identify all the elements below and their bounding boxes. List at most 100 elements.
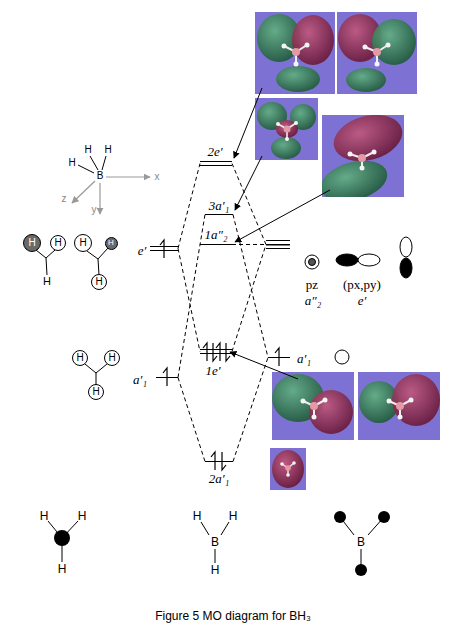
correlation-line bbox=[178, 249, 200, 352]
energy-level: 1e′ bbox=[200, 349, 232, 354]
orbital-render bbox=[348, 152, 353, 157]
orbital-render bbox=[386, 43, 391, 48]
orbital-render bbox=[322, 154, 392, 197]
atomic-orbital-sketch bbox=[400, 237, 412, 257]
hydrogen-orbital-circle: H bbox=[88, 384, 104, 400]
atom-label: H bbox=[229, 510, 238, 522]
orbital-render bbox=[284, 126, 291, 133]
correlation-line bbox=[233, 358, 268, 462]
electron-arrow bbox=[213, 343, 217, 361]
orbital-render bbox=[396, 402, 404, 410]
level-label: 3a′₁ bbox=[209, 199, 229, 212]
hydrogen-orbital-circle: H bbox=[23, 234, 41, 252]
orbital-render bbox=[363, 45, 368, 50]
orbital-render bbox=[359, 381, 399, 423]
orbital-render bbox=[292, 48, 300, 56]
orbital-render bbox=[323, 398, 328, 403]
level-label: 2a′₁ bbox=[209, 472, 229, 485]
level-label: 2e′ bbox=[207, 145, 222, 158]
fragment-bond bbox=[36, 248, 108, 385]
correlation-line bbox=[232, 164, 266, 245]
orbital-render bbox=[292, 15, 334, 65]
level-label: a″₂ bbox=[305, 294, 321, 307]
level-label: pz bbox=[306, 278, 318, 291]
orbital-render bbox=[276, 122, 280, 126]
orbital-render bbox=[328, 115, 404, 168]
orbital-render bbox=[337, 12, 417, 94]
level-label: (px,py) bbox=[343, 278, 381, 291]
atom-dot bbox=[54, 511, 390, 576]
orbital-render bbox=[372, 19, 416, 65]
orbital-render bbox=[358, 372, 440, 440]
orbital-render bbox=[257, 102, 287, 130]
electron-arrow bbox=[160, 240, 164, 258]
molecule-model bbox=[278, 123, 296, 139]
orbital-render bbox=[255, 98, 318, 160]
fragment-bond bbox=[98, 259, 99, 275]
orbital-render bbox=[255, 12, 335, 94]
orbital-render bbox=[322, 115, 404, 197]
electron-arrow bbox=[216, 343, 220, 361]
atom-label: H bbox=[76, 353, 83, 363]
fragment-bond bbox=[87, 251, 98, 259]
correlation-line bbox=[233, 215, 268, 358]
energy-level: a′₁ bbox=[268, 357, 290, 358]
orbital-render bbox=[312, 415, 317, 420]
orbital-render bbox=[301, 399, 306, 404]
figure-caption: Figure 5 MO diagram for BH₃ bbox=[155, 609, 311, 623]
axis-label: x bbox=[155, 172, 160, 182]
atomic-orbital-sketch bbox=[336, 254, 358, 266]
level-label: 1e′ bbox=[205, 364, 220, 377]
leader-arrow bbox=[230, 88, 330, 379]
atom-label: H bbox=[68, 158, 75, 168]
level-label: a′₁ bbox=[133, 373, 147, 386]
atom-dot bbox=[334, 511, 346, 523]
atomic-orbital-sketch bbox=[358, 254, 380, 266]
electron-arrow bbox=[160, 240, 279, 470]
molecule-model bbox=[284, 45, 307, 64]
orbital-render bbox=[255, 98, 318, 160]
leader-arrow bbox=[230, 352, 298, 379]
energy-level: a′₁ bbox=[156, 377, 178, 378]
atom-label: H bbox=[54, 238, 61, 248]
atomic-orbital-sketch bbox=[309, 259, 316, 266]
atomic-orbital-sketch bbox=[335, 350, 349, 364]
electron-arrow bbox=[203, 343, 207, 361]
atom-label: H bbox=[193, 510, 202, 522]
atom-label: B bbox=[211, 536, 219, 548]
atom-dot bbox=[54, 530, 70, 546]
atomic-orbital-sketch bbox=[305, 237, 412, 364]
fragment-bond bbox=[46, 250, 55, 258]
level-label: e′ bbox=[138, 244, 147, 257]
orbital-render bbox=[270, 448, 306, 490]
molecule-model bbox=[389, 400, 411, 417]
atom-label: H bbox=[211, 564, 220, 576]
atom-dot bbox=[355, 564, 367, 576]
fragment-bond bbox=[46, 258, 47, 275]
orbital-render bbox=[358, 154, 366, 162]
orbital-render bbox=[387, 399, 392, 404]
axis-arrow bbox=[99, 183, 100, 214]
leader-arrow bbox=[235, 190, 330, 242]
correlation-line bbox=[178, 215, 205, 378]
molecule-model bbox=[303, 400, 325, 417]
energy-level: 2a′₁ bbox=[205, 461, 233, 462]
orbital-render bbox=[392, 374, 440, 426]
axis-label: y bbox=[92, 205, 97, 215]
fragment-bond bbox=[85, 364, 96, 373]
atom-label: H bbox=[108, 353, 115, 363]
molecule-structure bbox=[215, 549, 216, 563]
level-label: a′₁ bbox=[297, 352, 311, 365]
molecule-structure bbox=[78, 165, 94, 173]
orbital-render bbox=[305, 43, 310, 48]
molecule-structure bbox=[48, 517, 384, 570]
correlation-line bbox=[232, 245, 266, 352]
hydrogen-orbital-circle: H bbox=[50, 235, 66, 251]
atom-label: B bbox=[97, 171, 104, 181]
atom-label: H bbox=[58, 563, 67, 575]
atom-label: H bbox=[95, 277, 102, 287]
orbital-render bbox=[272, 450, 304, 488]
atom-label: H bbox=[108, 239, 114, 247]
